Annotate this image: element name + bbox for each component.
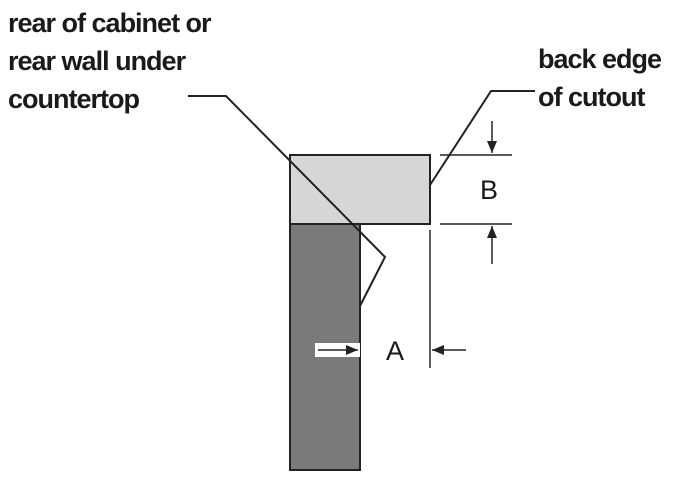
- back-edge-leader-line: [429, 90, 535, 186]
- back-edge-label-line-2: of cutout: [538, 82, 645, 112]
- rear-label-line-1: rear of cabinet or: [8, 8, 212, 38]
- rear-label-line-2: rear wall under: [8, 46, 187, 76]
- b-arrow-top-head: [487, 141, 497, 153]
- back-edge-label-line-1: back edge: [538, 44, 662, 74]
- rear-leader-line: [188, 95, 387, 307]
- a-arrow-right-head: [432, 345, 444, 355]
- a-arrow-left-head: [346, 345, 358, 355]
- b-arrow-bottom-head: [487, 226, 497, 238]
- rear-label-line-3: countertop: [8, 84, 139, 114]
- countertop-slab: [289, 154, 431, 225]
- dim-a-label: A: [386, 336, 404, 366]
- dim-b-label: B: [480, 175, 498, 205]
